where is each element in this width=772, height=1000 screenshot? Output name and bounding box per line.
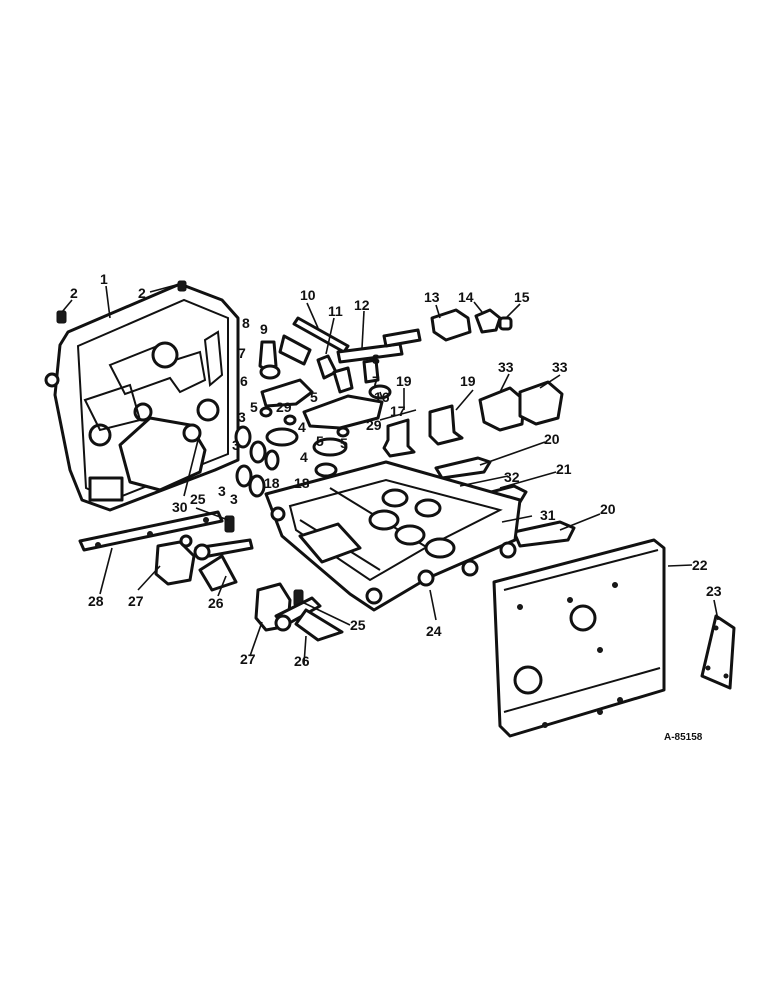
callout-31: 31 bbox=[540, 507, 556, 523]
callout-14: 14 bbox=[458, 289, 474, 305]
callout-20a: 20 bbox=[544, 431, 560, 447]
callout-12: 12 bbox=[354, 297, 370, 313]
callout-23: 23 bbox=[706, 583, 722, 599]
callout-25a: 25 bbox=[190, 491, 206, 507]
callout-24: 24 bbox=[426, 623, 442, 639]
bracket-parts bbox=[478, 380, 564, 432]
plate-parts bbox=[259, 378, 384, 478]
callout-13: 13 bbox=[424, 289, 440, 305]
coupling-parts bbox=[430, 308, 513, 342]
screw-part bbox=[56, 280, 187, 324]
callout-29a: 29 bbox=[276, 399, 292, 415]
bar-part bbox=[78, 510, 224, 552]
callout-33a: 33 bbox=[498, 359, 514, 375]
callout-1: 1 bbox=[100, 271, 108, 287]
callout-7b: 7 bbox=[372, 373, 380, 389]
callout-26b: 26 bbox=[294, 653, 310, 669]
callout-18a: 18 bbox=[264, 475, 280, 491]
callout-3a: 3 bbox=[238, 409, 246, 425]
callout-28: 28 bbox=[88, 593, 104, 609]
callout-4a: 4 bbox=[298, 419, 306, 435]
clamp-parts bbox=[382, 404, 464, 458]
callout-5d: 5 bbox=[340, 435, 348, 451]
drawing-number: A-85158 bbox=[664, 732, 703, 743]
callout-6: 6 bbox=[240, 373, 248, 389]
callout-5b: 5 bbox=[310, 389, 318, 405]
callout-5a: 5 bbox=[250, 399, 258, 415]
callout-33b: 33 bbox=[552, 359, 568, 375]
callout-8b: 8 bbox=[372, 351, 380, 367]
callout-19a: 19 bbox=[396, 373, 412, 389]
callout-7a: 7 bbox=[238, 345, 246, 361]
callout-3d: 3 bbox=[230, 491, 238, 507]
callout-4b: 4 bbox=[300, 449, 308, 465]
callout-19b: 19 bbox=[460, 373, 476, 389]
callout-8a: 8 bbox=[242, 315, 250, 331]
callout-3b: 3 bbox=[232, 437, 240, 453]
lever-parts bbox=[154, 534, 344, 642]
triangle-plate-part bbox=[700, 614, 736, 690]
callout-25b: 25 bbox=[350, 617, 366, 633]
callout-5c: 5 bbox=[316, 433, 324, 449]
callout-10: 10 bbox=[300, 287, 316, 303]
callout-9: 9 bbox=[260, 321, 268, 337]
callout-22: 22 bbox=[692, 557, 708, 573]
callout-29b: 29 bbox=[366, 417, 382, 433]
callout-30: 30 bbox=[172, 499, 188, 515]
callout-11: 11 bbox=[328, 303, 343, 319]
callout-21: 21 bbox=[556, 461, 572, 477]
callout-3c: 3 bbox=[218, 483, 226, 499]
callout-17: 17 bbox=[390, 403, 406, 419]
callout-2a: 2 bbox=[70, 285, 78, 301]
base-frame-part bbox=[264, 460, 522, 612]
stud-parts bbox=[258, 316, 422, 400]
callout-18b: 18 bbox=[294, 475, 310, 491]
callout-15: 15 bbox=[514, 289, 530, 305]
leader-lines bbox=[61, 284, 719, 665]
callout-27a: 27 bbox=[128, 593, 144, 609]
callout-26a: 26 bbox=[208, 595, 224, 611]
callout-20b: 20 bbox=[600, 501, 616, 517]
callout-labels: 1 2 2 3 3 3 3 4 4 5 5 5 5 6 7 7 8 8 9 10… bbox=[70, 271, 722, 669]
callout-2b: 2 bbox=[138, 285, 146, 301]
plunger-parts bbox=[234, 425, 267, 498]
cover-plate-part bbox=[492, 538, 666, 738]
housing-part bbox=[44, 282, 240, 512]
callout-32: 32 bbox=[504, 469, 520, 485]
callout-27b: 27 bbox=[240, 651, 256, 667]
callout-16: 16 bbox=[374, 389, 390, 405]
